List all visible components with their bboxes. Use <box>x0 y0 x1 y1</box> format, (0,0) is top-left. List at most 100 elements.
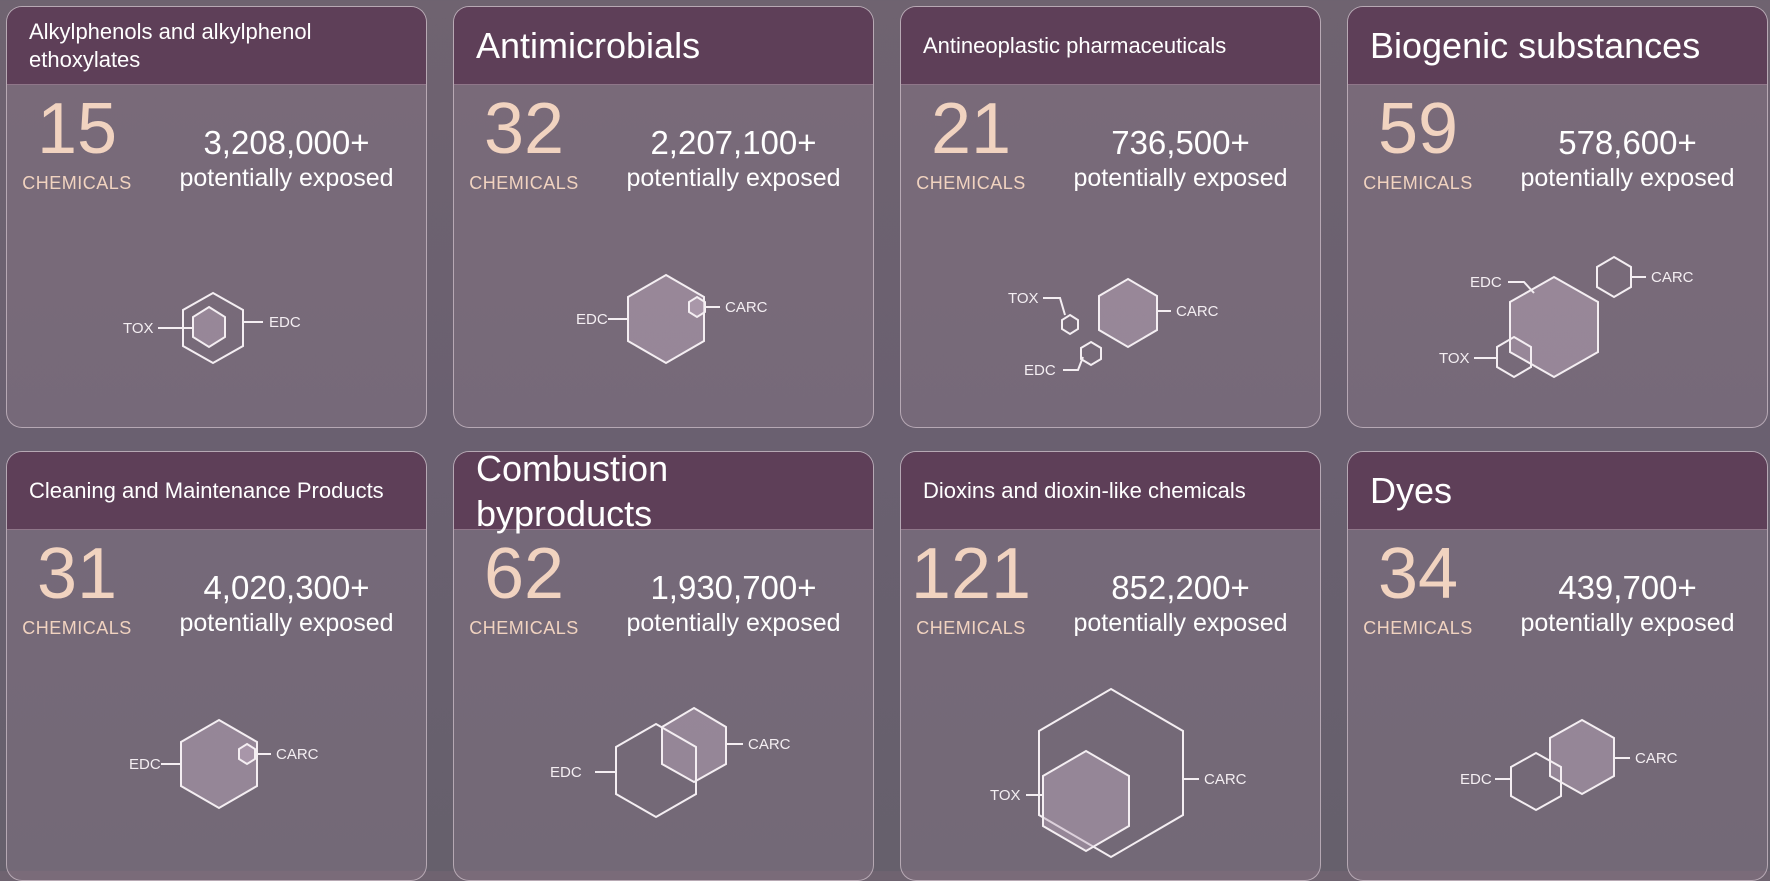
tox-hexagon <box>1042 749 1130 853</box>
exposure-stat: 578,600+ potentially exposed <box>1488 123 1767 193</box>
exposure-stat: 2,207,100+ potentially exposed <box>594 123 873 193</box>
chemical-count-label: CHEMICALS <box>916 618 1026 638</box>
carc-label: CARC <box>1176 303 1219 320</box>
exposure-stat: 852,200+ potentially exposed <box>1041 568 1320 638</box>
card-header: Cleaning and Maintenance Products <box>7 452 426 530</box>
carc-hexagon <box>688 295 706 319</box>
tox-label: TOX <box>1008 290 1039 307</box>
edc-hexagon <box>1510 751 1562 812</box>
tox-hexagon <box>1496 335 1532 379</box>
card-stats: 34 CHEMICALS 439,700+ potentially expose… <box>1348 530 1767 650</box>
chemical-count-label: CHEMICALS <box>916 173 1026 193</box>
carc-hexagon <box>1596 255 1632 299</box>
card-stats: 15 CHEMICALS 3,208,000+ potentially expo… <box>7 85 426 205</box>
chemical-count-label: CHEMICALS <box>22 618 132 638</box>
card-title: Alkylphenols and alkylphenol ethoxylates <box>29 19 312 72</box>
exposed-label: potentially exposed <box>179 609 394 637</box>
card-dioxins[interactable]: Dioxins and dioxin-like chemicals 121 CH… <box>900 451 1321 881</box>
chemical-count: 62 <box>483 534 565 614</box>
chemical-count: 21 <box>930 89 1012 169</box>
card-stats: 121 CHEMICALS 852,200+ potentially expos… <box>901 530 1320 650</box>
card-title: Combustion byproducts <box>476 451 669 534</box>
carc-label: CARC <box>748 736 791 753</box>
card-alkylphenols[interactable]: Alkylphenols and alkylphenol ethoxylates… <box>6 6 427 428</box>
exposure-stat: 4,020,300+ potentially exposed <box>147 568 426 638</box>
card-stats: 32 CHEMICALS 2,207,100+ potentially expo… <box>454 85 873 205</box>
card-header: Alkylphenols and alkylphenol ethoxylates <box>7 7 426 85</box>
card-header: Dioxins and dioxin-like chemicals <box>901 452 1320 530</box>
card-title: Antimicrobials <box>476 25 701 66</box>
chemical-count: 32 <box>483 89 565 169</box>
exposed-count: 3,208,000+ <box>203 124 370 161</box>
hazard-venn-diagram: EDC CARC TOX <box>1439 255 1694 379</box>
card-title: Dyes <box>1370 470 1453 511</box>
exposed-count: 439,700+ <box>1558 569 1697 606</box>
edc-label: EDC <box>550 764 582 781</box>
exposed-label: potentially exposed <box>1520 609 1735 637</box>
card-header: Biogenic substances <box>1348 7 1767 85</box>
card-cleaning-products[interactable]: Cleaning and Maintenance Products 31 CHE… <box>6 451 427 881</box>
edc-hexagon <box>627 273 705 365</box>
tox-hexagon <box>192 305 226 349</box>
chemical-count-label: CHEMICALS <box>469 173 579 193</box>
card-stats: 62 CHEMICALS 1,930,700+ potentially expo… <box>454 530 873 650</box>
edc-hexagon <box>1080 340 1102 367</box>
exposed-label: potentially exposed <box>1073 609 1288 637</box>
carc-label: CARC <box>725 299 768 316</box>
hazard-venn-diagram: EDC CARC <box>129 718 319 810</box>
card-stats: 21 CHEMICALS 736,500+ potentially expose… <box>901 85 1320 205</box>
card-header: Antineoplastic pharmaceuticals <box>901 7 1320 85</box>
chemical-count-label: CHEMICALS <box>1363 618 1473 638</box>
card-antimicrobials[interactable]: Antimicrobials 32 CHEMICALS 2,207,100+ p… <box>453 6 874 428</box>
card-stats: 31 CHEMICALS 4,020,300+ potentially expo… <box>7 530 426 650</box>
exposed-label: potentially exposed <box>626 164 841 192</box>
edc-label: EDC <box>1470 274 1502 291</box>
hazard-venn-diagram: TOX CARC EDC <box>1008 277 1219 379</box>
tox-label: TOX <box>123 320 154 337</box>
card-biogenic[interactable]: Biogenic substances 59 CHEMICALS 578,600… <box>1347 6 1768 428</box>
edc-hexagon <box>180 718 258 810</box>
edc-label: EDC <box>576 311 608 328</box>
carc-label: CARC <box>1635 750 1678 767</box>
chemical-count-label: CHEMICALS <box>469 618 579 638</box>
exposed-label: potentially exposed <box>1520 164 1735 192</box>
carc-label: CARC <box>1651 269 1694 286</box>
edc-label: EDC <box>129 756 161 773</box>
carc-label: CARC <box>1204 771 1247 788</box>
exposure-stat: 3,208,000+ potentially exposed <box>147 123 426 193</box>
exposure-stat: 1,930,700+ potentially exposed <box>594 568 873 638</box>
exposed-count: 852,200+ <box>1111 569 1250 606</box>
edc-hexagon <box>615 722 697 819</box>
exposed-label: potentially exposed <box>179 164 394 192</box>
card-header: Combustion byproducts <box>454 452 873 534</box>
card-antineoplastic[interactable]: Antineoplastic pharmaceuticals 21 CHEMIC… <box>900 6 1321 428</box>
edc-label: EDC <box>1024 362 1056 379</box>
card-combustion-byproducts[interactable]: Combustion byproducts 62 CHEMICALS 1,930… <box>453 451 874 881</box>
exposure-stat: 736,500+ potentially exposed <box>1041 123 1320 193</box>
card-title: Biogenic substances <box>1370 25 1701 66</box>
edc-hexagon <box>182 291 244 365</box>
hazard-venn-diagram: CARC EDC <box>1460 718 1678 812</box>
hazard-venn-diagram: CARC EDC <box>550 706 791 819</box>
hazard-venn-diagram: CARC TOX <box>990 687 1247 859</box>
edc-label: EDC <box>269 314 301 331</box>
tox-label: TOX <box>1439 350 1470 367</box>
carc-hexagon <box>1549 718 1615 796</box>
chemical-count: 15 <box>36 89 118 169</box>
exposed-label: potentially exposed <box>626 609 841 637</box>
exposure-stat: 439,700+ potentially exposed <box>1488 568 1767 638</box>
tox-hexagon <box>1061 313 1079 336</box>
carc-hexagon <box>1038 687 1184 859</box>
hazard-venn-diagram: EDC CARC <box>576 273 768 365</box>
exposed-count: 2,207,100+ <box>650 124 817 161</box>
exposed-count: 4,020,300+ <box>203 569 370 606</box>
chemical-count: 121 <box>910 534 1032 614</box>
carc-hexagon <box>1098 277 1158 349</box>
chemical-count: 34 <box>1377 534 1459 614</box>
exposed-count: 736,500+ <box>1111 124 1250 161</box>
card-header: Dyes <box>1348 452 1767 530</box>
chemical-count-label: CHEMICALS <box>1363 173 1473 193</box>
exposed-count: 578,600+ <box>1558 124 1697 161</box>
card-dyes[interactable]: Dyes 34 CHEMICALS 439,700+ potentially e… <box>1347 451 1768 881</box>
